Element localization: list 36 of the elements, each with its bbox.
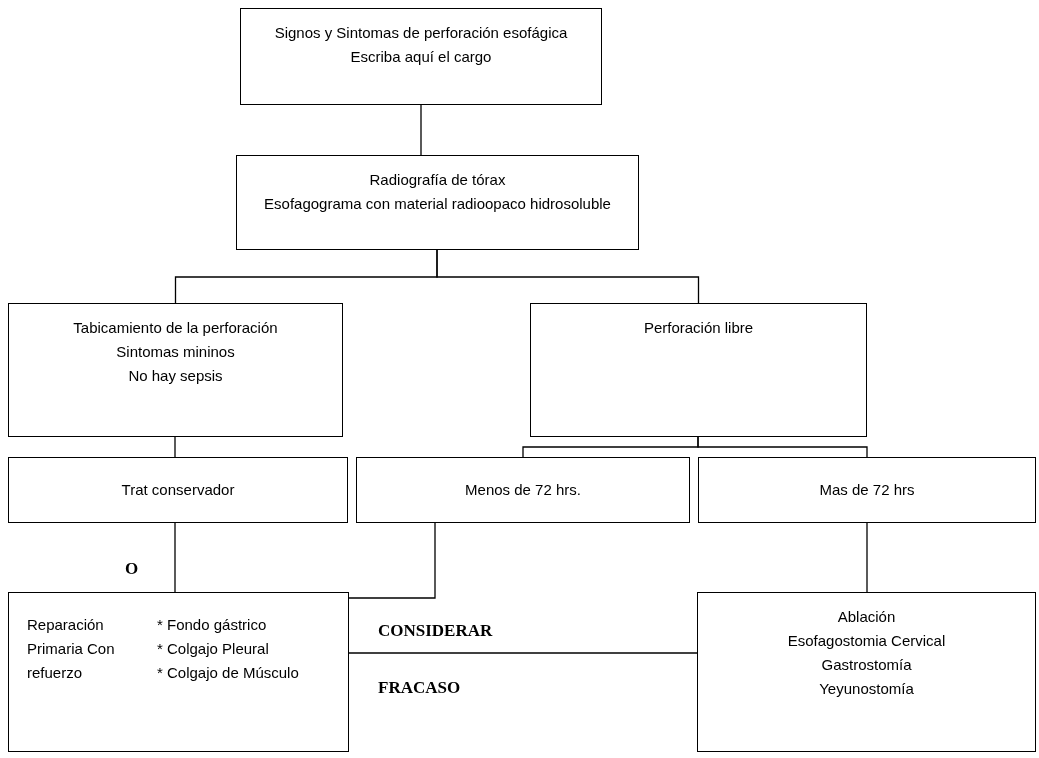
box-text: Yeyunostomía: [819, 679, 914, 699]
box-text: Reparación Primaria Con refuerzo: [27, 615, 116, 683]
connector-line: [174, 436, 176, 458]
box-text: Tabicamiento de la perforación: [73, 318, 278, 338]
box-text: Sintomas mininos: [116, 342, 235, 362]
list-item: * Fondo gástrico: [157, 615, 268, 635]
connector-line: [420, 104, 422, 156]
process-box: [8, 303, 343, 437]
process-box: [240, 8, 602, 105]
connector-line: [866, 522, 868, 593]
connector-line: [348, 652, 698, 654]
connector-line: [697, 436, 868, 458]
connector-line: [174, 522, 176, 593]
connector-line: [348, 522, 436, 599]
process-box: [236, 155, 639, 250]
box-text: Esofagostomia Cervical: [787, 631, 946, 651]
list-item: * Colgajo Pleural: [157, 639, 270, 659]
box-text: Esofagograma con material radioopaco hidrosoluble: [264, 194, 611, 214]
process-box: [8, 457, 348, 523]
box-text: Escriba aquí el cargo: [350, 47, 492, 67]
list-item: * Colgajo de Músculo: [157, 663, 299, 683]
box-text: Gastrostomía: [821, 655, 912, 675]
process-box: [530, 303, 867, 437]
process-box: [356, 457, 690, 523]
process-box: [698, 457, 1036, 523]
box-text: No hay sepsis: [128, 366, 223, 386]
process-box: [8, 592, 349, 752]
box-text: Radiografía de tórax: [369, 170, 506, 190]
box-text: Ablación: [837, 607, 896, 627]
box-text: Perforación libre: [643, 318, 754, 338]
box-text: Menos de 72 hrs.: [465, 480, 581, 500]
box-text: Trat conservador: [121, 480, 235, 500]
box-text: Mas de 72 hrs: [819, 480, 915, 500]
box-text: Signos y Sintomas de perforación esofágica: [274, 23, 568, 43]
connector-line: [436, 249, 700, 304]
process-box: [697, 592, 1036, 752]
